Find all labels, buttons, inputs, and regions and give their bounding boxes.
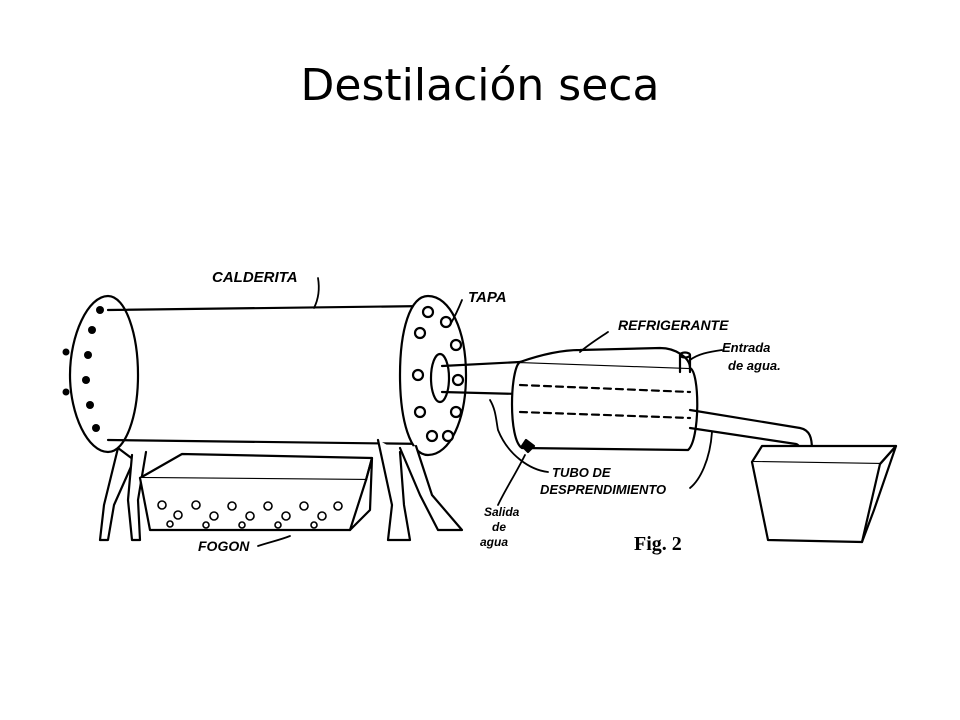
label-salida-line3: agua bbox=[480, 535, 508, 549]
firebox-drawing bbox=[138, 452, 374, 532]
label-calderita: CALDERITA bbox=[212, 269, 298, 286]
label-entrada-line2: de agua. bbox=[728, 358, 781, 373]
boiler-drawing bbox=[62, 294, 468, 542]
label-tubo-line2: DESPRENDIMIENTO bbox=[540, 482, 666, 497]
condenser-drawing bbox=[510, 346, 814, 458]
label-fogon: FOGON bbox=[198, 538, 250, 554]
label-salida-line2: de bbox=[492, 520, 506, 534]
figure-caption: Fig. 2 bbox=[634, 533, 682, 555]
label-tapa: TAPA bbox=[468, 289, 507, 306]
collecting-vessel-drawing bbox=[750, 444, 898, 544]
label-entrada-line1: Entrada bbox=[722, 340, 770, 355]
delivery-tube-drawing bbox=[440, 360, 522, 396]
label-tubo-line1: TUBO DE bbox=[552, 465, 611, 480]
label-salida-line1: Salida bbox=[484, 505, 520, 519]
label-leaders bbox=[257, 277, 723, 547]
label-refrigerante: REFRIGERANTE bbox=[618, 317, 729, 333]
slide-title: Destilación seca bbox=[300, 60, 660, 111]
